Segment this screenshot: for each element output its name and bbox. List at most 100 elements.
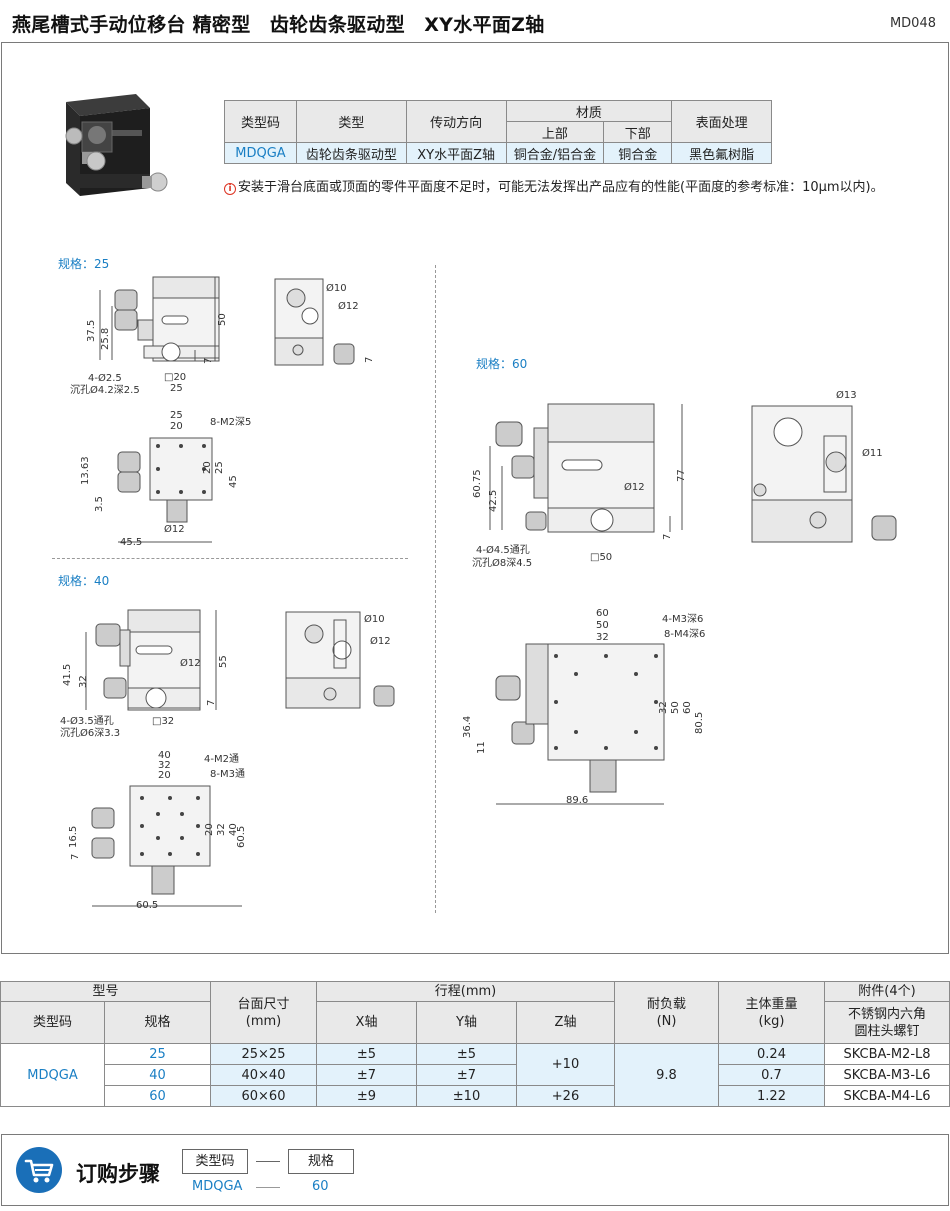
dim-text: Ø11	[862, 447, 883, 459]
dim-text: 50	[217, 313, 228, 326]
header-weight-unit: (kg)	[758, 1013, 785, 1029]
dim-text: 沉孔Ø4.2深2.5	[70, 383, 140, 396]
order-step-size: 规格	[288, 1149, 354, 1174]
info-icon: i	[224, 183, 236, 195]
dim-text: Ø10	[364, 613, 385, 625]
order-value-size: 60	[312, 1179, 329, 1194]
header-y-axis: Y轴	[416, 1001, 517, 1044]
cell-drive-direction: XY水平面Z轴	[405, 142, 507, 164]
cell-y-stroke: ±5	[416, 1043, 517, 1065]
header-accessory-desc: 不锈钢内六角 圆柱头螺钉	[824, 1001, 950, 1044]
header-accessory-desc-1: 不锈钢内六角	[847, 1006, 926, 1022]
order-value-connector	[256, 1187, 280, 1188]
cell-x-stroke: ±7	[316, 1064, 417, 1086]
dim-text: Ø10	[326, 282, 347, 294]
dim-text: 沉孔Ø6深3.3	[60, 726, 120, 739]
cell-surface: 黑色氟树脂	[671, 142, 772, 164]
header-material-lower: 下部	[603, 121, 673, 143]
spec-row: MDQGA 齿轮齿条驱动型 XY水平面Z轴 铜合金/铝合金 铜合金 黑色氟树脂	[224, 142, 772, 164]
dim-text: 4-M3深6	[662, 613, 703, 625]
dim-text: 13.63	[80, 456, 91, 485]
size-25-label: 规格：25	[58, 257, 110, 271]
dim-text: 36.4	[462, 716, 473, 738]
dim-text: 25	[170, 410, 183, 421]
cell-weight: 0.24	[718, 1043, 825, 1065]
dim-text: 60	[682, 701, 693, 714]
header-load: 耐负载 (N)	[614, 981, 719, 1044]
cell-x-stroke: ±5	[316, 1043, 417, 1065]
table-row: 60 60×60 ±9 ±10 +26 1.22 SKCBA-M4-L6	[1, 1085, 950, 1107]
dim-text: Ø12	[180, 657, 201, 669]
cell-material-lower: 铜合金	[603, 142, 673, 164]
cell-y-stroke: ±7	[416, 1064, 517, 1086]
dim-text: 37.5	[86, 320, 97, 342]
header-accessory: 附件(4个)	[824, 981, 950, 1002]
section-divider-vertical	[435, 265, 436, 913]
header-weight: 主体重量 (kg)	[718, 981, 825, 1044]
cell-accessory: SKCBA-M2-L8	[824, 1043, 950, 1065]
dim-text: 40	[228, 823, 239, 836]
dim-text: 11	[476, 741, 487, 754]
cell-model-type-code: MDQGA	[0, 1043, 105, 1107]
dim-text: 25	[170, 383, 183, 394]
cell-accessory: SKCBA-M4-L6	[824, 1085, 950, 1107]
dim-text: 8-M2深5	[210, 416, 251, 428]
header-material: 材质	[505, 100, 673, 122]
order-title: 订购步骤	[76, 1162, 160, 1186]
order-value-type-code: MDQGA	[192, 1179, 243, 1194]
size25-side-view: 37.5 25.8 50 7 □20 25 4-Ø2.5 沉孔Ø4.2深2.5	[70, 276, 228, 396]
section-divider-horizontal	[52, 558, 408, 559]
header-stroke: 行程(mm)	[316, 981, 615, 1002]
dim-text: 77	[676, 469, 687, 482]
dim-text: □50	[590, 552, 612, 563]
dim-text: □32	[152, 716, 174, 727]
model-spec-table: 型号 台面尺寸 (mm) 行程(mm) 耐负载 (N) 主体重量 (kg) 附件…	[0, 981, 950, 1107]
header-table-size-label: 台面尺寸	[237, 996, 290, 1012]
dim-text: 60	[596, 608, 609, 619]
dim-text: Ø12	[338, 300, 359, 312]
header-type-code: 类型码	[224, 100, 297, 143]
dim-text: 7	[364, 357, 375, 363]
order-step-type-code: 类型码	[182, 1149, 248, 1174]
header-load-label: 耐负载	[646, 996, 686, 1012]
shopping-cart-icon	[16, 1147, 62, 1193]
cell-y-stroke: ±10	[416, 1085, 517, 1107]
dim-text: 7	[662, 534, 673, 540]
header-z-axis: Z轴	[516, 1001, 615, 1044]
dim-text: 16.5	[68, 826, 79, 848]
main-frame	[1, 42, 949, 954]
note-text: 安装于滑台底面或顶面的零件平面度不足时，可能无法发挥出产品应有的性能(平面度的参…	[238, 180, 884, 195]
size60-side-view: 60.75 42.5 77 7 Ø12 □50 4-Ø4.5通孔 沉孔Ø8深4.…	[472, 403, 687, 569]
size-60-label: 规格：60	[476, 357, 528, 371]
dim-text: 89.6	[566, 795, 588, 806]
spec-table: 类型码 类型 传动方向 材质 表面处理 上部 下部 MDQGA 齿轮齿条驱动型 …	[224, 100, 772, 164]
size60-front-view: Ø13 Ø11	[751, 389, 897, 543]
size40-side-view: 41.5 32 55 7 Ø12 □32 4-Ø3.5通孔 沉孔Ø6深3.3	[60, 609, 229, 739]
dim-text: 32	[158, 760, 171, 771]
size25-top-view: 25 20 8-M2深5 20 25 45 13.63 3.5 Ø12 45.5	[80, 410, 251, 548]
dim-text: 4-Ø4.5通孔	[476, 544, 530, 556]
dim-text: 20	[170, 421, 183, 432]
cell-table-size: 25×25	[210, 1043, 317, 1065]
dim-text: 50	[670, 701, 681, 714]
dim-text: 40	[158, 750, 171, 761]
header-accessory-desc-2: 圆柱头螺钉	[854, 1023, 920, 1039]
dim-text: 42.5	[488, 490, 499, 512]
cell-type: 齿轮齿条驱动型	[295, 142, 407, 164]
dim-text: 4-Ø3.5通孔	[60, 715, 114, 727]
dim-text: 41.5	[62, 664, 73, 686]
size60-top-view: 60 50 32 4-M3深6 8-M4深6 32 50 60 80.5 36.…	[462, 608, 705, 806]
dim-text: 60.5	[236, 826, 247, 848]
dim-text: 25	[214, 461, 225, 474]
size25-front-view: Ø10 Ø12 7	[274, 278, 375, 366]
dim-text: 8-M4深6	[664, 628, 705, 640]
header-load-unit: (N)	[656, 1013, 677, 1029]
cell-load: 9.8	[614, 1043, 719, 1107]
dim-text: 沉孔Ø8深4.5	[472, 556, 532, 569]
page-title: 燕尾槽式手动位移台 精密型 齿轮齿条驱动型 XY水平面Z轴	[12, 14, 545, 36]
header-drive-direction: 传动方向	[405, 100, 507, 143]
dim-text: 4-Ø2.5	[88, 372, 122, 384]
cell-size: 60	[104, 1085, 211, 1107]
dim-text: 32	[596, 632, 609, 643]
